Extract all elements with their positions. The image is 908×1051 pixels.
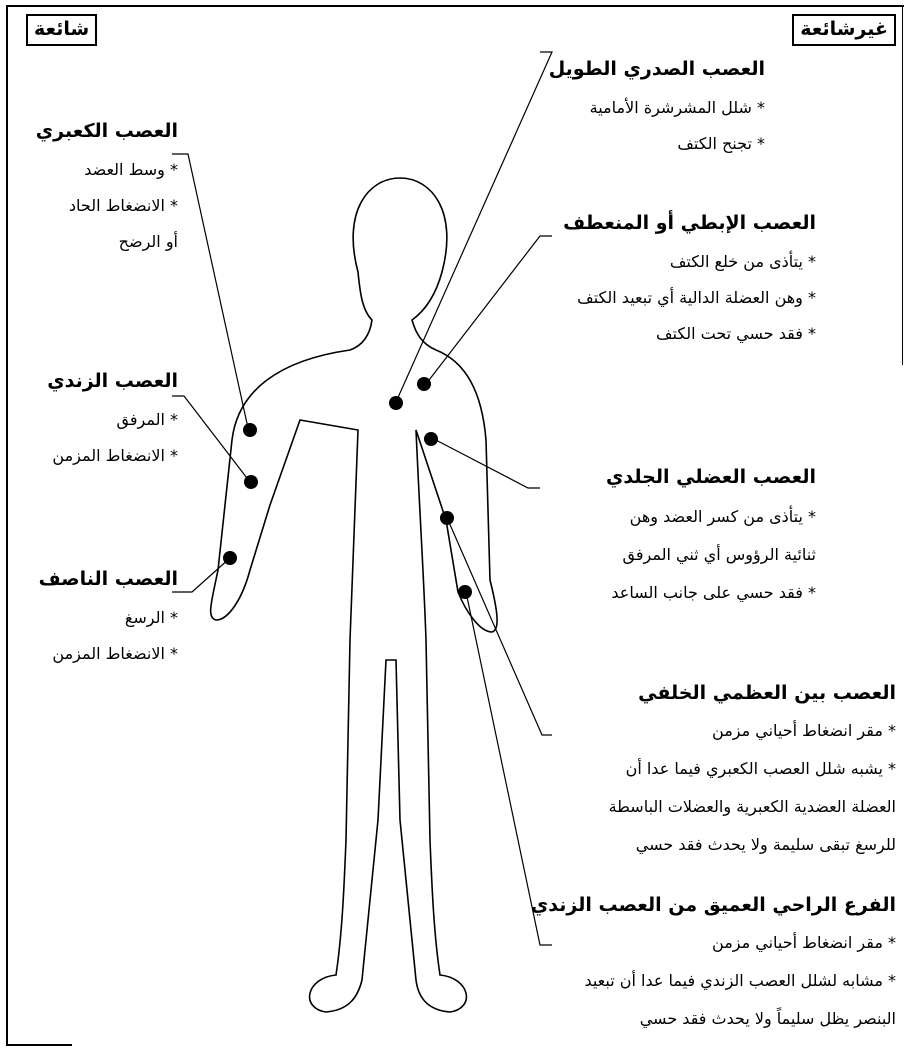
marker-median [223,551,237,565]
uncommon-tag: غيرشائعة [792,14,896,46]
median-nerve-title: العصب الناصف [39,568,178,590]
leader-deep-palmar-ulnar [466,592,552,945]
long-thoracic-nerve-item: * تجنح الكتف [549,126,765,162]
marker-axillary [417,377,431,391]
leader-median [172,558,230,592]
marker-radial [243,423,257,437]
musculocutaneous-nerve-item: * فقد حسي على جانب الساعد [606,574,816,612]
marker-musculocutaneous [424,432,438,446]
axillary-nerve-title: العصب الإبطي أو المنعطف [563,212,816,234]
deep-palmar-ulnar-branch-item: * مقر انضغاط أحياني مزمن [531,924,896,962]
posterior-interosseous-nerve-title: العصب بين العظمي الخلفي [609,682,896,704]
ulnar-nerve-item: * المرفق [47,402,178,438]
axillary-nerve-item: * يتأذى من خلع الكتف [563,244,816,280]
ulnar-nerve-title: العصب الزندي [47,370,178,392]
marker-ulnar [244,475,258,489]
leader-long-thoracic [396,52,552,402]
marker-long-thoracic [389,396,403,410]
common-tag: شائعة [26,14,97,46]
long-thoracic-nerve-title: العصب الصدري الطويل [549,58,765,80]
radial-nerve-item: أو الرضح [36,224,178,260]
median-nerve-item: * الرسغ [39,600,178,636]
radial-nerve-block: العصب الكعبري * وسط العضد * الانضغاط الح… [36,120,178,260]
median-nerve-block: العصب الناصف * الرسغ * الانضغاط المزمن [39,568,178,672]
human-body-outline-icon [211,178,497,1012]
median-nerve-item: * الانضغاط المزمن [39,636,178,672]
axillary-nerve-item: * فقد حسي تحت الكتف [563,316,816,352]
long-thoracic-nerve-block: العصب الصدري الطويل * شلل المشرشرة الأما… [549,58,765,162]
deep-palmar-ulnar-branch-item: البنصر يظل سليماً ولا يحدث فقد حسي [531,1000,896,1038]
radial-nerve-title: العصب الكعبري [36,120,178,142]
radial-nerve-item: * الانضغاط الحاد [36,188,178,224]
deep-palmar-ulnar-branch-title: الفرع الراحي العميق من العصب الزندي [531,894,896,916]
posterior-interosseous-nerve-item: للرسغ تبقى سليمة ولا يحدث فقد حسي [609,826,896,864]
radial-nerve-item: * وسط العضد [36,152,178,188]
leader-posterior-interosseous [448,520,552,735]
deep-palmar-ulnar-branch-item: * مشابه لشلل العصب الزندي فيما عدا أن تب… [531,962,896,1000]
axillary-nerve-item: * وهن العضلة الدالية أي تبعيد الكتف [563,280,816,316]
musculocutaneous-nerve-block: العصب العضلي الجلدي * يتأذى من كسر العضد… [606,466,816,612]
musculocutaneous-nerve-item: * يتأذى من كسر العضد وهن [606,498,816,536]
posterior-interosseous-nerve-item: * يشبه شلل العصب الكعبري فيما عدا أن [609,750,896,788]
deep-palmar-ulnar-branch-block: الفرع الراحي العميق من العصب الزندي * مق… [531,894,896,1038]
marker-posterior-interosseous [440,511,454,525]
leader-lines [172,52,552,945]
posterior-interosseous-nerve-item: * مقر انضغاط أحياني مزمن [609,712,896,750]
ulnar-nerve-item: * الانضغاط المزمن [47,438,178,474]
marker-deep-palmar-ulnar [458,585,472,599]
long-thoracic-nerve-item: * شلل المشرشرة الأمامية [549,90,765,126]
musculocutaneous-nerve-item: ثنائية الرؤوس أي ثني المرفق [606,536,816,574]
axillary-nerve-block: العصب الإبطي أو المنعطف * يتأذى من خلع ا… [563,212,816,352]
leader-radial [172,154,248,428]
leader-ulnar [172,396,250,482]
ulnar-nerve-block: العصب الزندي * المرفق * الانضغاط المزمن [47,370,178,474]
musculocutaneous-nerve-title: العصب العضلي الجلدي [606,466,816,488]
posterior-interosseous-nerve-item: العضلة العضدية الكعبرية والعضلات الباسطة [609,788,896,826]
posterior-interosseous-nerve-block: العصب بين العظمي الخلفي * مقر انضغاط أحي… [609,682,896,864]
